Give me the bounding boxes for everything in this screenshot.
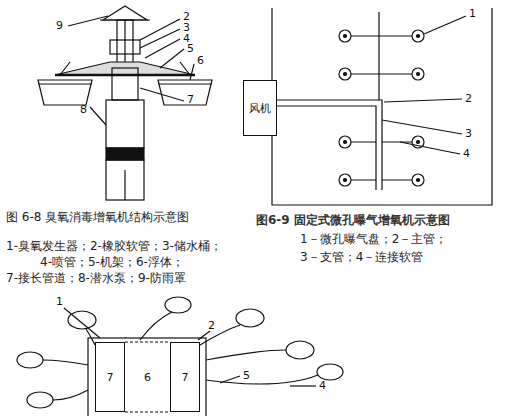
ozone-aerator-drawing: [38, 6, 212, 200]
callout-number: 2: [465, 93, 472, 105]
callout-number: 1: [56, 296, 63, 308]
callout-number: 3: [465, 128, 472, 140]
callout-number: 5: [243, 370, 250, 382]
caption-text: 7-接长管道；8-潜水泵；9-防雨罩: [6, 272, 186, 285]
machine-part-box: 7: [95, 342, 125, 412]
caption-text: 图6-9 固定式微孔曝气增氧机示意图: [256, 214, 450, 227]
caption-text: 4-喷管；5-机架；6-浮体；: [40, 256, 184, 269]
node-text: 风机: [249, 101, 271, 116]
node-text: 6: [144, 371, 151, 384]
callout-number: 6: [197, 55, 204, 67]
machine-part-box: 7: [170, 342, 200, 412]
caption-text: 3－支管；4－连接软管: [300, 251, 423, 264]
aerator-hose-drawing: [17, 297, 343, 416]
callout-number: 1: [469, 8, 476, 20]
fixed-aerator-drawing: [272, 8, 492, 205]
callout-number: 4: [319, 380, 326, 392]
callout-number: 7: [187, 94, 194, 106]
caption-text: 1-臭氧发生器；2-橡胶软管；3-储水桶；: [6, 240, 222, 253]
caption-text: 1－微孔曝气盘；2－主管；: [300, 233, 447, 246]
node-text: 7: [107, 371, 114, 384]
callout-number: 9: [56, 20, 63, 32]
callout-number: 5: [187, 43, 194, 55]
callout-number: 4: [463, 148, 470, 160]
blower-box: 风机: [243, 80, 277, 136]
node-text: 7: [182, 371, 189, 384]
caption-text: 图 6-8 臭氧消毒增氧机结构示意图: [6, 211, 189, 224]
machine-part-box: 6: [125, 342, 170, 412]
callout-number: 2: [208, 320, 215, 332]
callout-number: 8: [80, 104, 87, 116]
